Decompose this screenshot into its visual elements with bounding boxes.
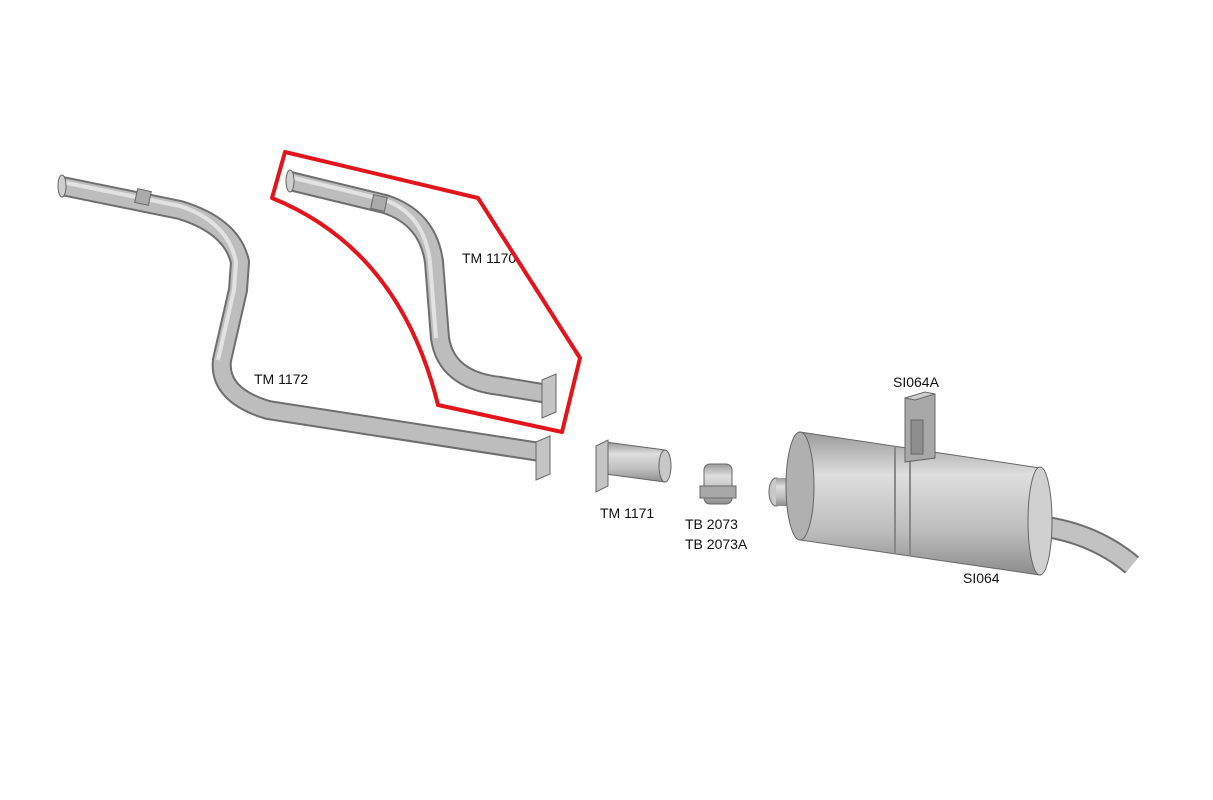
label-tb2073: TB 2073	[685, 516, 738, 532]
part-tm1172[interactable]: TM 1172	[57, 174, 551, 481]
flange	[535, 435, 551, 481]
label-si064: SI064	[963, 570, 1000, 586]
label-tm1170: TM 1170	[462, 250, 516, 266]
label-si064a: SI064A	[893, 374, 940, 390]
part-si064a[interactable]: SI064A	[893, 374, 940, 463]
part-tm1170[interactable]: TM 1170	[285, 169, 557, 419]
label-tm1172: TM 1172	[254, 371, 308, 387]
label-tb2073a: TB 2073A	[685, 536, 748, 552]
part-tb2073[interactable]: TB 2073 TB 2073A	[685, 463, 748, 552]
part-tm1171[interactable]: TM 1171	[595, 439, 672, 521]
label-tm1171: TM 1171	[600, 505, 654, 521]
highlight-outline	[270, 150, 582, 434]
part-si064[interactable]: SI064	[768, 431, 1140, 586]
pipe-end	[57, 174, 67, 198]
